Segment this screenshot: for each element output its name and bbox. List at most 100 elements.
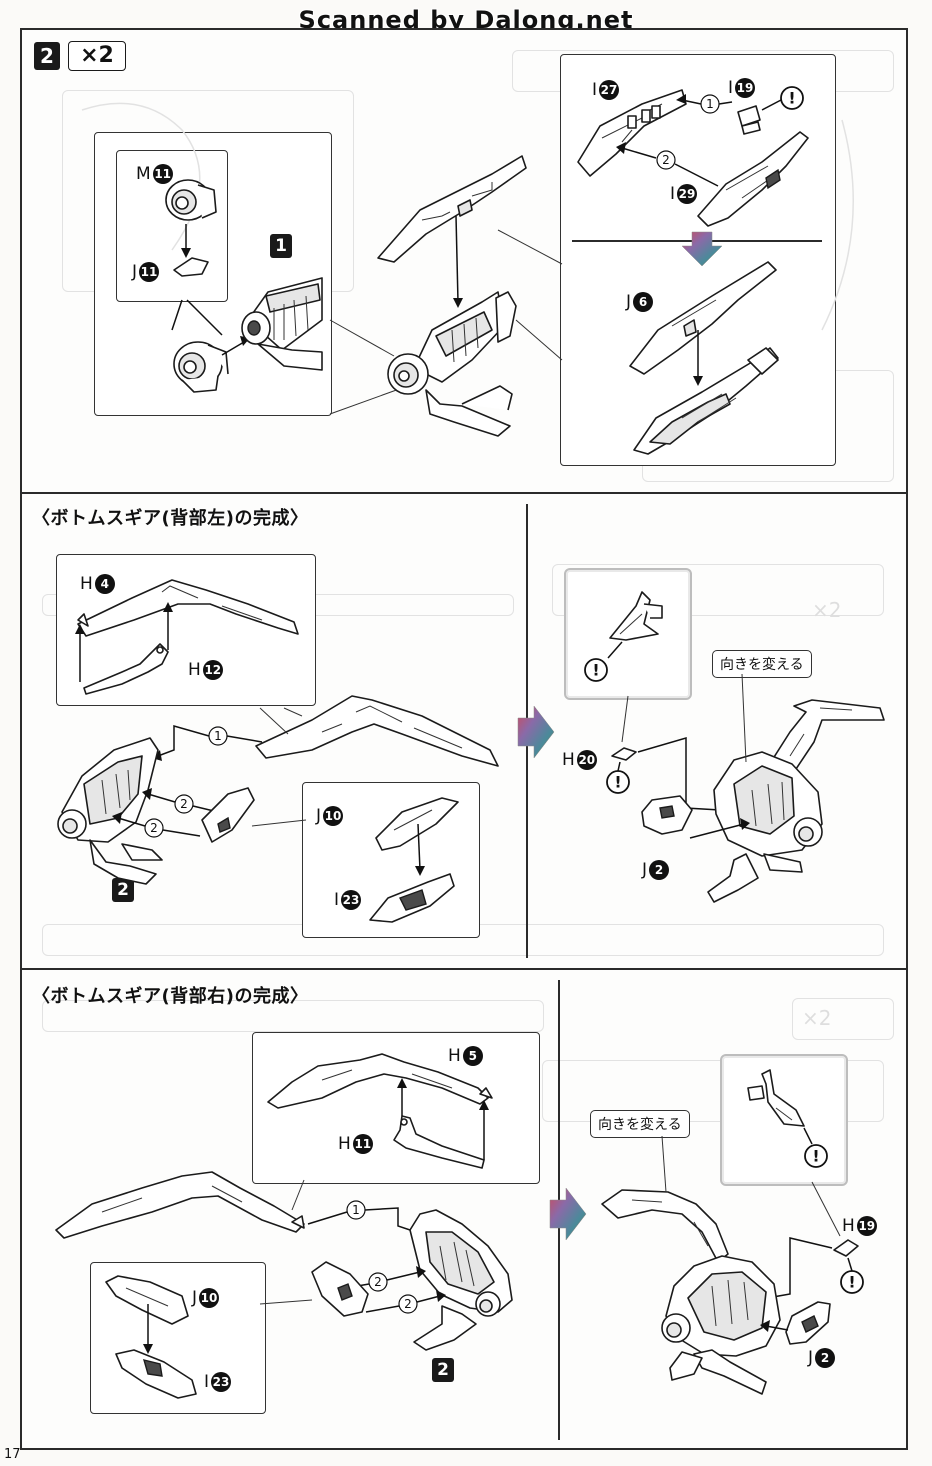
label-number: 6 (633, 292, 654, 312)
label-number: 19 (856, 1216, 877, 1236)
label-letter: H (338, 1134, 351, 1154)
label-letter: I (728, 78, 734, 98)
label-letter: J (808, 1348, 814, 1368)
detail-h19 (747, 1069, 813, 1145)
svg-text:2: 2 (662, 153, 670, 167)
right-completion-illustration: 1 2 2 (55, 1053, 864, 1399)
part-main-body (57, 737, 163, 885)
label-letter: J (626, 292, 632, 312)
part-j2 (785, 1301, 831, 1345)
label-h11: H 11 (338, 1134, 373, 1154)
rotate-callout: 向きを変える (590, 1110, 690, 1138)
svg-text:1: 1 (352, 1203, 360, 1217)
label-number: 2 (815, 1348, 836, 1368)
step-reference: 2 (112, 878, 134, 902)
label-letter: J (192, 1288, 198, 1308)
circle-step-2: 2 (656, 150, 676, 170)
label-number: 10 (199, 1288, 220, 1308)
right-completion-panel: ×2 〈ボトムスギア(背部右)の完成〉 H 5 H 11 J 10 I 23 2… (20, 968, 908, 1450)
label-j2: J 2 (642, 860, 670, 880)
part-cover-top (377, 155, 527, 263)
warning-icon: ! (780, 86, 804, 110)
left-completion-illustration: 1 2 2 (57, 579, 885, 923)
warning-icon: ! (840, 1270, 864, 1294)
label-h4: H 4 (80, 574, 115, 594)
label-j2: J 2 (808, 1348, 836, 1368)
svg-text:2: 2 (374, 1275, 382, 1289)
svg-text:!: ! (812, 1147, 819, 1166)
part-h20 (611, 747, 637, 761)
label-h19: H 19 (842, 1216, 877, 1236)
circle-step-2a: 2 (368, 1272, 388, 1292)
circle-step-1: 1 (346, 1200, 366, 1220)
label-letter: H (842, 1216, 855, 1236)
part-main-body (409, 1209, 513, 1351)
label-number: 27 (599, 80, 620, 100)
section-title-right: 〈ボトムスギア(背部右)の完成〉 (32, 986, 309, 1007)
label-number: 11 (139, 262, 160, 282)
label-i19: I 19 (728, 78, 756, 98)
svg-text:2: 2 (404, 1297, 412, 1311)
warning-icon: ! (584, 658, 608, 682)
arrow-right-icon (549, 1187, 587, 1241)
circle-step-2b: 2 (144, 818, 164, 838)
label-letter: I (670, 184, 676, 204)
label-number: 29 (677, 184, 698, 204)
step-2-panel: 2 ×2 M 11 J 11 1 I 27 I 19 I 29 J 6 (20, 28, 908, 494)
part-j11 (173, 257, 209, 277)
label-i23: I 23 (334, 890, 362, 910)
label-number: 12 (202, 660, 223, 680)
part-i27-i29-assembled (633, 347, 779, 455)
label-number: 2 (649, 860, 670, 880)
svg-text:2: 2 (150, 821, 158, 835)
label-j10: J 10 (316, 806, 344, 826)
circle-step-2a: 2 (174, 794, 194, 814)
section-title-left: 〈ボトムスギア(背部左)の完成〉 (32, 508, 309, 529)
part-i19 (737, 105, 761, 127)
label-number: 20 (576, 750, 597, 770)
part-h5 (267, 1053, 493, 1109)
part-h-assembled (255, 695, 499, 767)
warning-icon: ! (804, 1144, 828, 1168)
label-number: 4 (94, 574, 115, 594)
label-letter: H (562, 750, 575, 770)
label-number: 11 (352, 1134, 373, 1154)
label-i23: I 23 (204, 1372, 232, 1392)
svg-text:1: 1 (214, 729, 222, 743)
rotate-callout: 向きを変える (712, 650, 812, 678)
label-j10: J 10 (192, 1288, 220, 1308)
part-j6 (629, 261, 777, 375)
left-completion-panel: ×2 〈ボトムスギア(背部左)の完成〉 H 4 H 12 J 10 I 23 2… (20, 492, 908, 970)
svg-text:!: ! (592, 661, 599, 680)
part-h-assembled (55, 1171, 305, 1239)
label-letter: H (448, 1046, 461, 1066)
step-2-illustration: 1 ! 2 (81, 86, 854, 455)
label-letter: J (132, 262, 138, 282)
label-h20: H 20 (562, 750, 597, 770)
label-letter: J (316, 806, 322, 826)
part-body-inset (241, 277, 323, 371)
part-m11-j11-assembled (173, 341, 229, 393)
label-letter: I (204, 1372, 210, 1392)
inset-frame-h-parts (252, 1032, 540, 1184)
part-i29 (697, 131, 809, 227)
part-h12 (83, 643, 169, 695)
page-number: 17 (4, 1447, 21, 1462)
part-j10 (375, 797, 459, 851)
label-number: 5 (462, 1046, 483, 1066)
label-j11: J 11 (132, 262, 160, 282)
circle-step-1: 1 (700, 94, 720, 114)
label-number: 10 (323, 806, 344, 826)
label-number: 23 (341, 890, 362, 910)
label-letter: J (642, 860, 648, 880)
label-letter: I (592, 80, 598, 100)
inset-step-number: 1 (270, 234, 292, 258)
circle-step-2b: 2 (398, 1294, 418, 1314)
label-h12: H 12 (188, 660, 223, 680)
svg-text:!: ! (614, 773, 621, 792)
label-letter: M (136, 164, 151, 184)
arrow-right-icon (517, 705, 555, 759)
part-i23 (369, 873, 455, 923)
part-final-assembly-right (601, 1189, 781, 1395)
part-m11 (165, 179, 217, 221)
